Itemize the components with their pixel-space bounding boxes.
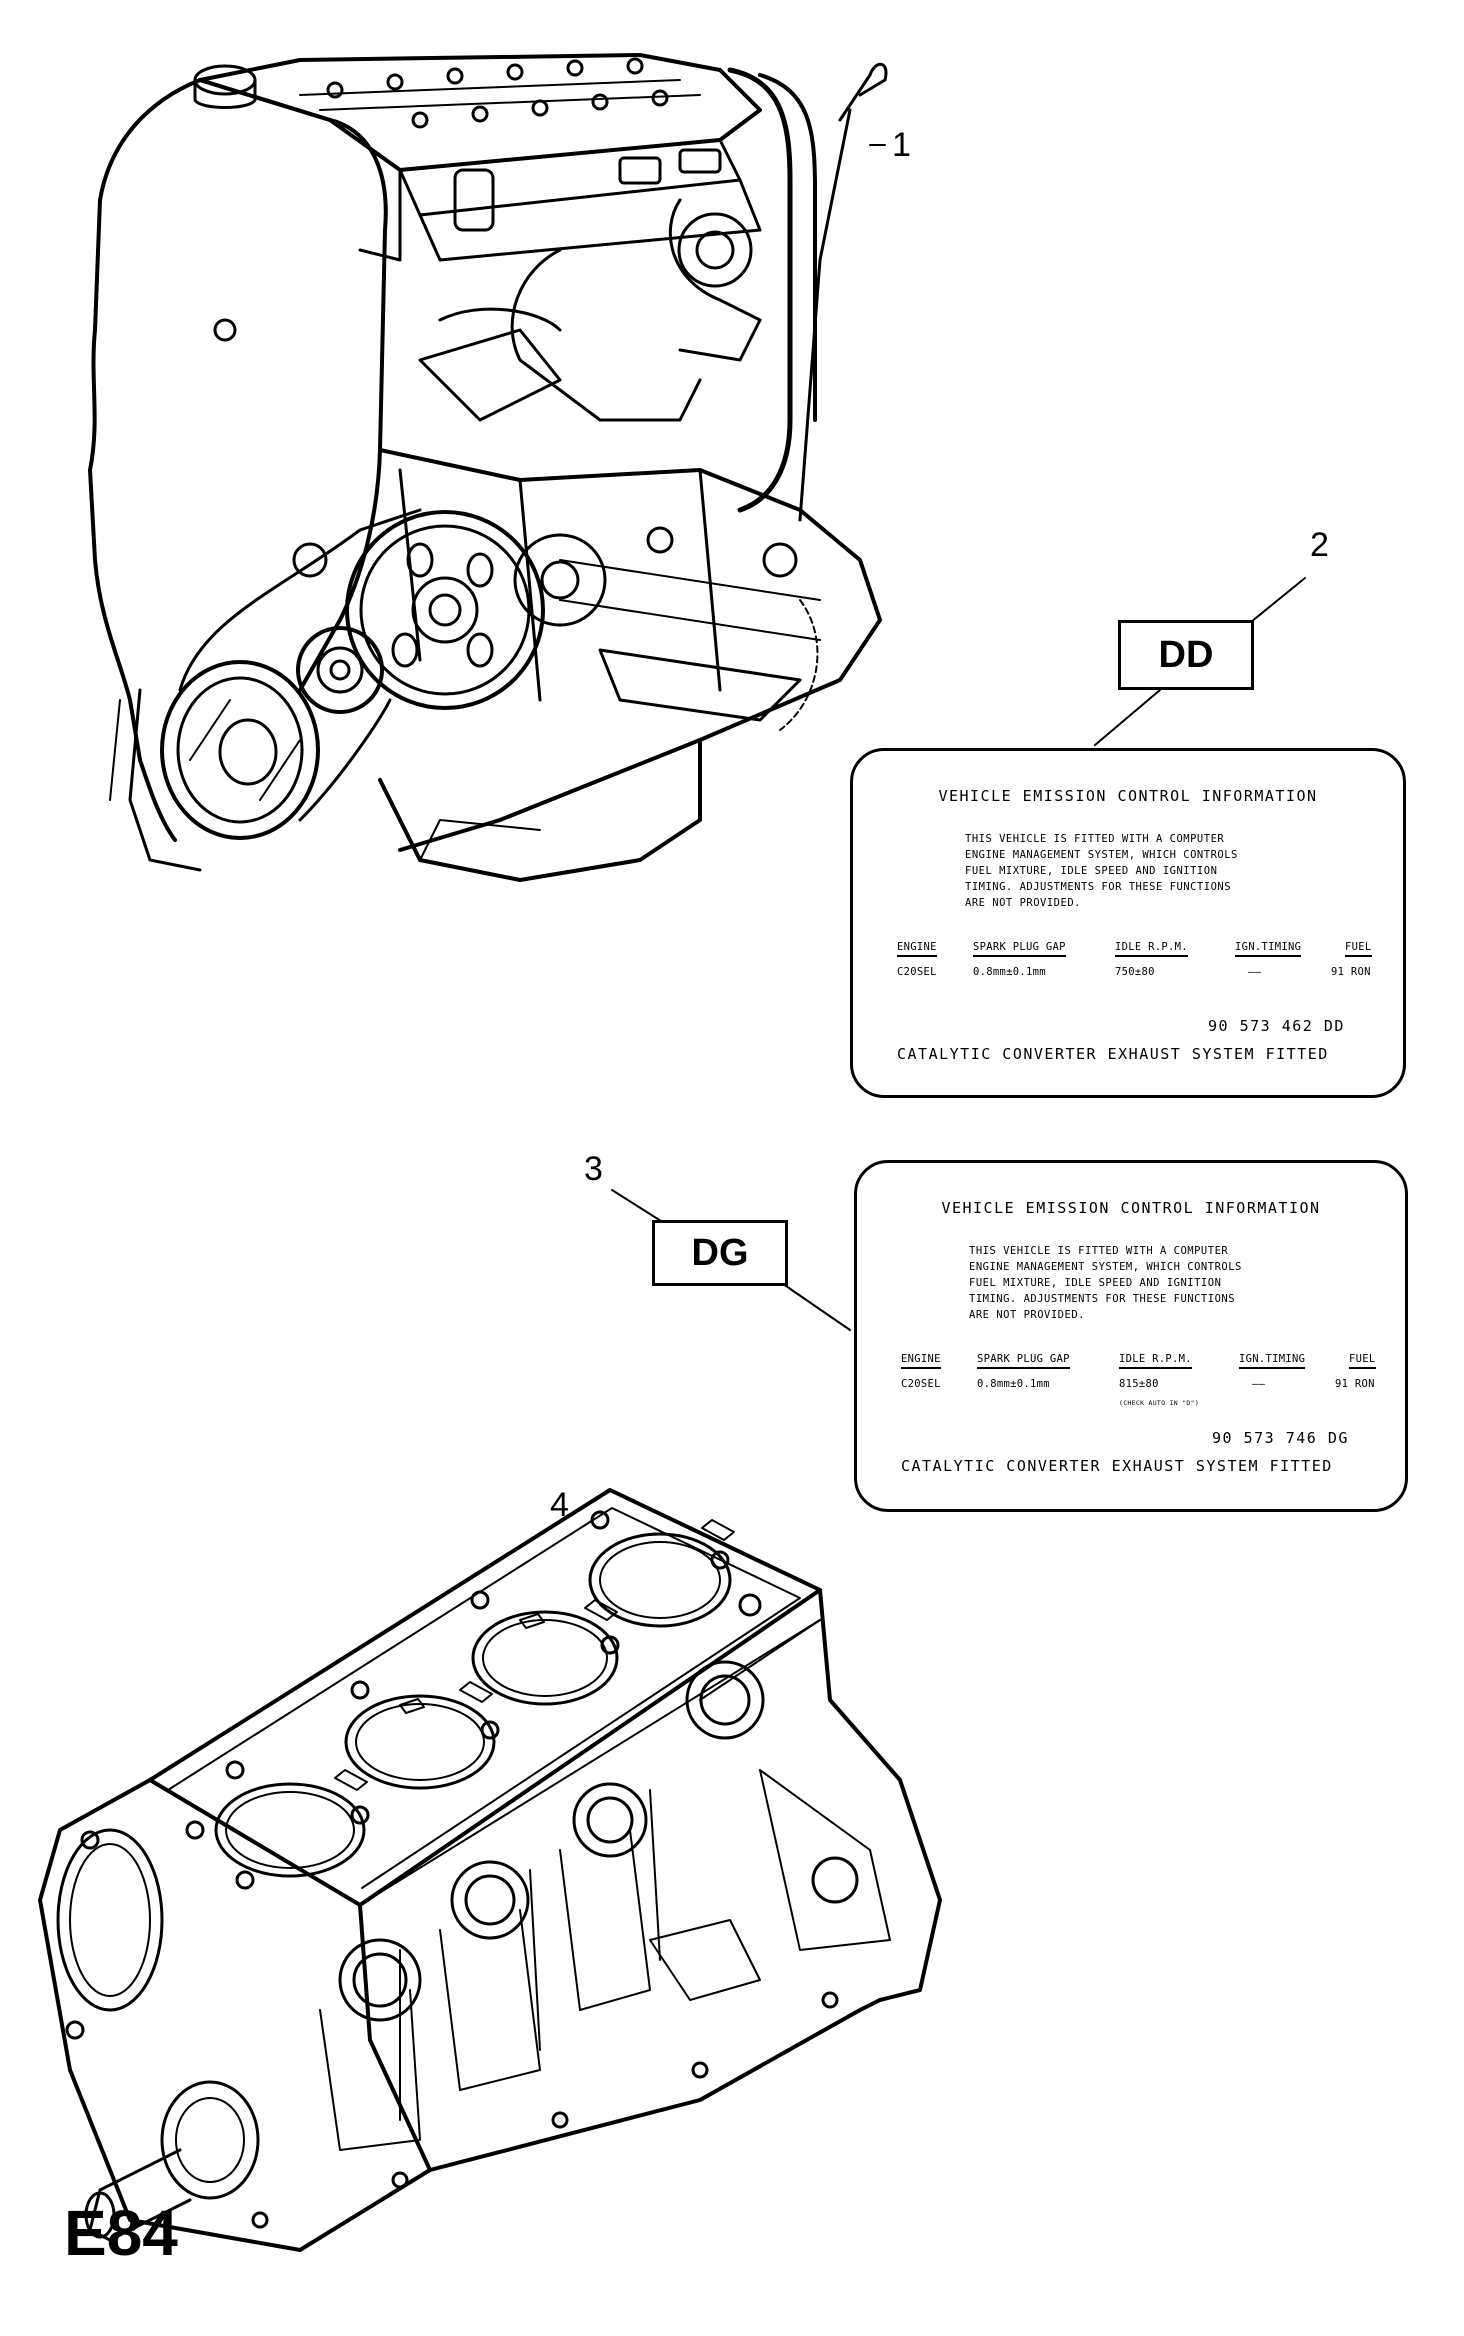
- label-dg-header-timing: IGN.TIMING: [1239, 1353, 1306, 1369]
- label-dg-header-idle: IDLE R.P.M.: [1119, 1353, 1192, 1369]
- short-engine-block-drawing: [38, 1488, 942, 2252]
- label-dd-body-line: FUEL MIXTURE, IDLE SPEED AND IGNITION: [965, 865, 1218, 877]
- label-dd-value-plug-gap: 0.8mm±0.1mm: [973, 966, 1046, 978]
- label-dg-body: THIS VEHICLE IS FITTED WITH A COMPUTER E…: [969, 1243, 1242, 1323]
- label-dd-body-line: TIMING. ADJUSTMENTS FOR THESE FUNCTIONS: [965, 881, 1232, 893]
- label-dg-value-idle: 815±80: [1119, 1378, 1159, 1390]
- label-dg-part-number: 90 573 746 DG: [1212, 1429, 1349, 1447]
- label-dd-value-idle: 750±80: [1115, 966, 1155, 978]
- label-dg-value-plug-gap: 0.8mm±0.1mm: [977, 1378, 1050, 1390]
- callout-1: 1: [892, 126, 911, 164]
- label-dd-header-timing: IGN.TIMING: [1235, 941, 1302, 957]
- label-dd-body-line: THIS VEHICLE IS FITTED WITH A COMPUTER: [965, 833, 1225, 845]
- leader-line-2b: [1094, 689, 1161, 746]
- label-dd-header-fuel: FUEL: [1345, 941, 1372, 957]
- label-dg-header-fuel: FUEL: [1349, 1353, 1376, 1369]
- label-dd-body: THIS VEHICLE IS FITTED WITH A COMPUTER E…: [965, 831, 1238, 911]
- code-box-dg: DG: [652, 1220, 788, 1286]
- complete-engine-drawing: [88, 53, 888, 882]
- label-dg-title: VEHICLE EMISSION CONTROL INFORMATION: [941, 1199, 1321, 1217]
- label-dd-value-timing: ——: [1248, 966, 1262, 978]
- label-dg-body-line: THIS VEHICLE IS FITTED WITH A COMPUTER: [969, 1245, 1229, 1257]
- label-dg-body-line: FUEL MIXTURE, IDLE SPEED AND IGNITION: [969, 1277, 1222, 1289]
- code-box-dd: DD: [1118, 620, 1254, 690]
- label-dd-body-line: ARE NOT PROVIDED.: [965, 897, 1081, 909]
- label-dg-value-engine: C20SEL: [901, 1378, 941, 1390]
- emission-label-dd: VEHICLE EMISSION CONTROL INFORMATION THI…: [850, 748, 1406, 1098]
- label-dd-part-number: 90 573 462 DD: [1208, 1017, 1345, 1035]
- callout-4: 4: [550, 1486, 569, 1524]
- label-dg-value-timing: ——: [1252, 1378, 1266, 1390]
- callout-2: 2: [1310, 526, 1329, 564]
- emission-label-dg: VEHICLE EMISSION CONTROL INFORMATION THI…: [854, 1160, 1408, 1512]
- label-dg-header-engine: ENGINE: [901, 1353, 941, 1369]
- label-dg-body-line: ENGINE MANAGEMENT SYSTEM, WHICH CONTROLS: [969, 1261, 1242, 1273]
- label-dg-footer: CATALYTIC CONVERTER EXHAUST SYSTEM FITTE…: [901, 1457, 1333, 1475]
- label-dd-title: VEHICLE EMISSION CONTROL INFORMATION: [938, 787, 1318, 805]
- label-dd-value-fuel: 91 RON: [1331, 966, 1371, 978]
- label-dg-body-line: ARE NOT PROVIDED.: [969, 1309, 1085, 1321]
- label-dd-header-plug-gap: SPARK PLUG GAP: [973, 941, 1066, 957]
- label-dd-footer: CATALYTIC CONVERTER EXHAUST SYSTEM FITTE…: [897, 1045, 1329, 1063]
- label-dd-value-engine: C20SEL: [897, 966, 937, 978]
- label-dg-header-plug-gap: SPARK PLUG GAP: [977, 1353, 1070, 1369]
- label-dd-header-engine: ENGINE: [897, 941, 937, 957]
- label-dd-header-idle: IDLE R.P.M.: [1115, 941, 1188, 957]
- code-dd-text: DD: [1158, 633, 1214, 676]
- label-dg-value-fuel: 91 RON: [1335, 1378, 1375, 1390]
- label-dd-body-line: ENGINE MANAGEMENT SYSTEM, WHICH CONTROLS: [965, 849, 1238, 861]
- callout-3: 3: [584, 1150, 603, 1188]
- label-dg-body-line: TIMING. ADJUSTMENTS FOR THESE FUNCTIONS: [969, 1293, 1236, 1305]
- label-dg-idle-note: (CHECK AUTO IN "D"): [1119, 1399, 1200, 1407]
- code-dg-text: DG: [691, 1231, 749, 1274]
- figure-code: E84: [64, 2197, 178, 2269]
